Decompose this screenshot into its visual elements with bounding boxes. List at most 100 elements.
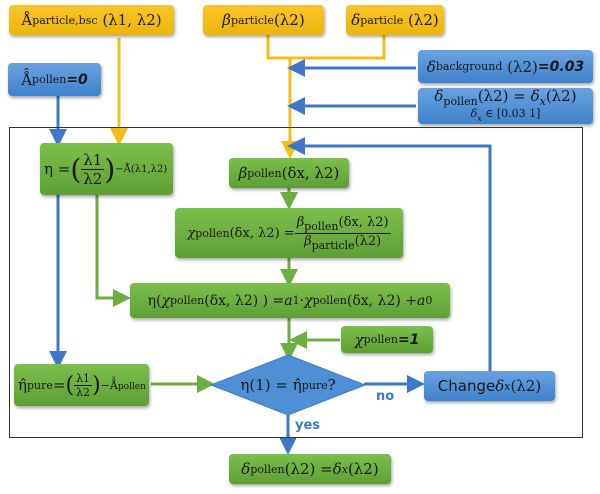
- symbol: δ: [241, 460, 251, 478]
- subscript: pollen: [363, 333, 398, 346]
- chi-sub: pollen: [169, 294, 205, 307]
- value: =1: [397, 331, 420, 348]
- rhs-args: (λ2): [545, 87, 577, 106]
- value: =0: [66, 71, 88, 88]
- symbol: β: [222, 11, 231, 29]
- arrow-feedback: [287, 137, 492, 372]
- dot: ·: [299, 292, 305, 309]
- lhs-sub: pure: [27, 378, 53, 392]
- a1-sub: 1: [292, 294, 300, 307]
- args: (λ2): [408, 11, 439, 29]
- args: (λ2): [273, 11, 305, 29]
- subscript: pollen: [443, 95, 478, 109]
- fraction: βpollen(δx, λ2) βparticle(λ2): [294, 214, 391, 252]
- args: (λ2) =: [477, 87, 531, 106]
- lhs: η̂: [18, 376, 27, 394]
- symbol: Å̂: [21, 70, 33, 89]
- label-yes: yes: [295, 418, 321, 433]
- paren-open: (: [65, 372, 75, 398]
- paren-close: ): [104, 152, 116, 186]
- subscript: x: [477, 113, 482, 123]
- delta-x-range: δx ∈ [0.03 1]: [470, 106, 541, 123]
- denominator: λ2: [83, 169, 103, 188]
- symbol: δ: [470, 106, 478, 120]
- args: (δx, λ2): [338, 214, 389, 230]
- subscript: particle: [311, 238, 355, 252]
- question: ?: [327, 376, 336, 394]
- denominator: βparticle(λ2): [304, 234, 381, 252]
- symbol: χ: [187, 225, 196, 241]
- rhs-symbol: δ: [530, 87, 540, 106]
- subscript: pollen: [250, 462, 285, 476]
- numerator: λ1: [81, 150, 105, 170]
- exponent-symbol: −Å̂: [100, 378, 118, 392]
- args: (λ2) =: [284, 460, 333, 478]
- symbol: δ: [495, 377, 505, 395]
- decision-diamond: η(1) = η̂pure ?: [209, 354, 367, 416]
- arrow-eta-to-eta-chi: [95, 195, 131, 307]
- denominator: λ2: [76, 385, 91, 399]
- subscript: pollen: [247, 166, 282, 180]
- rhs-subscript: x: [539, 95, 546, 109]
- args: (λ2): [354, 233, 382, 249]
- subscript: pollen: [304, 219, 339, 233]
- subscript: pollen: [32, 73, 67, 86]
- args: (λ2): [510, 377, 542, 395]
- diamond-shape: [209, 354, 367, 416]
- a1: a: [284, 292, 293, 309]
- label: Change: [437, 377, 496, 395]
- args: (δx, λ2): [281, 164, 340, 182]
- exponent-sub: pollen: [117, 381, 146, 392]
- paren-close: ): [92, 372, 101, 398]
- equation: η(1) = η̂: [240, 376, 302, 394]
- subscript: x: [504, 379, 511, 393]
- args: (δx, λ2) ) =: [204, 292, 285, 309]
- a0-sub: 0: [425, 294, 433, 307]
- chi2: χ: [304, 292, 313, 309]
- subscript: pollen: [195, 226, 230, 240]
- lhs: η =: [44, 160, 71, 178]
- exponent: −Å(λ1,λ2): [115, 163, 168, 175]
- subscript: pure: [301, 378, 328, 392]
- value: =0.03: [537, 58, 585, 75]
- decision-text: η(1) = η̂pure ?: [210, 354, 366, 416]
- symbol: δ: [426, 57, 436, 76]
- a0: a: [417, 292, 426, 309]
- range: ∈ [0.03 1]: [481, 106, 541, 120]
- eq: =: [52, 376, 66, 394]
- args: (λ2): [507, 57, 538, 76]
- exponent: −Å̂pollen: [101, 379, 146, 392]
- paren-open: (: [70, 152, 82, 186]
- param-angstrom-pollen: Å̂pollen=0: [8, 63, 101, 96]
- args: (δx, λ2) =: [229, 225, 295, 241]
- subscript: particle: [360, 13, 404, 27]
- subscript: particle,bsc: [32, 13, 98, 27]
- numerator: λ1: [74, 371, 93, 386]
- symbol: δ: [351, 11, 361, 29]
- args: (λ1, λ2): [102, 11, 162, 29]
- chi2-sub: pollen: [312, 294, 347, 307]
- symbol: Å: [21, 11, 33, 29]
- arrow-particle-merge: [266, 34, 386, 60]
- subscript: particle: [230, 13, 274, 27]
- chi: χ: [161, 292, 170, 309]
- rhs-subscript: x: [341, 462, 348, 476]
- symbol: β: [238, 164, 248, 182]
- rhs-symbol: δ: [332, 460, 342, 478]
- subscript: background: [435, 60, 503, 73]
